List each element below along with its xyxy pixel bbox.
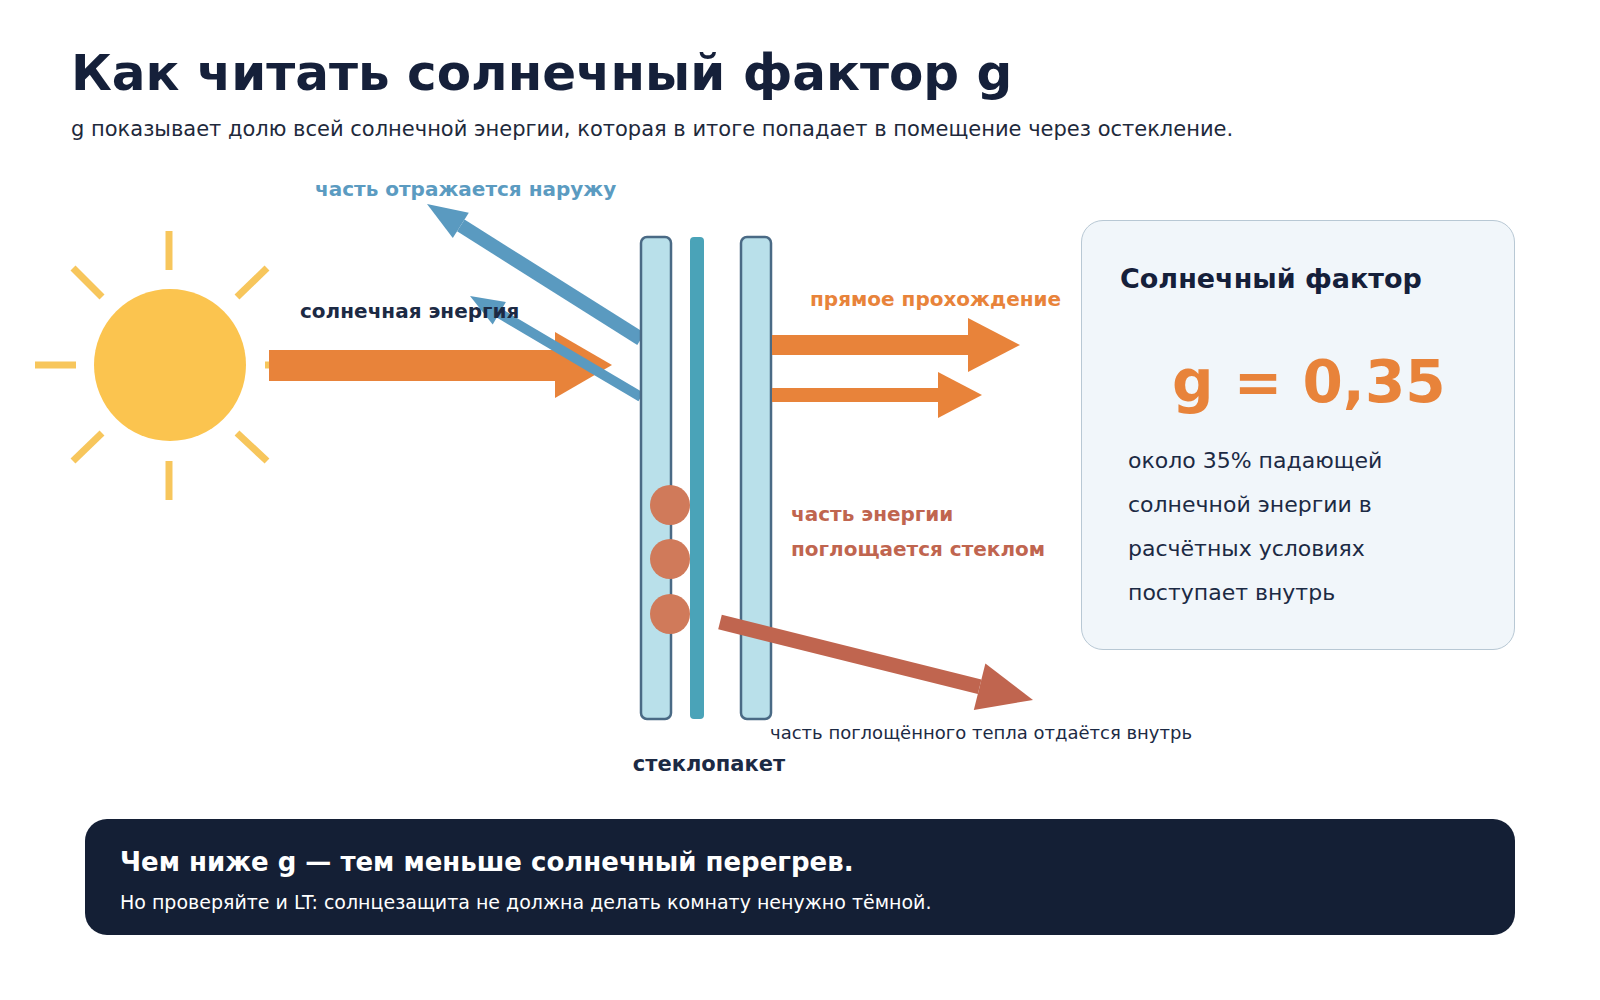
arrow-shaft bbox=[720, 622, 980, 687]
arrow-shaft bbox=[772, 335, 972, 355]
result-box: Солнечный фактор g = 0,35 около 35% падающ… bbox=[1081, 220, 1515, 650]
sun-ray bbox=[73, 433, 102, 461]
absorbed-dot bbox=[650, 539, 690, 579]
note-band: Чем ниже g — тем меньше солнечный перегр… bbox=[85, 819, 1515, 935]
absorbed-dot bbox=[650, 485, 690, 525]
sun-ray bbox=[237, 433, 267, 461]
sun bbox=[35, 231, 275, 500]
box-heading: Солнечный фактор bbox=[1120, 263, 1422, 294]
transmitted-arrows bbox=[772, 318, 1020, 418]
incoming-label: солнечная энергия bbox=[300, 299, 519, 323]
glass-pane bbox=[641, 237, 671, 719]
arrow-shaft bbox=[772, 388, 942, 402]
absorbed-dot bbox=[650, 594, 690, 634]
glazing-unit bbox=[641, 237, 771, 719]
arrow-shaft bbox=[269, 350, 559, 381]
sun-ray bbox=[166, 461, 173, 500]
arrow-head bbox=[974, 663, 1033, 710]
incoming-arrow bbox=[269, 332, 612, 398]
heat-release-label: часть поглощённого тепла отдаётся внутрь bbox=[770, 722, 1192, 743]
sun-ray bbox=[166, 231, 173, 270]
g-value: g = 0,35 bbox=[1172, 351, 1446, 415]
arrow-shaft bbox=[499, 313, 641, 397]
sun-ray bbox=[237, 268, 267, 297]
title: Как читать солнечный фактор g bbox=[71, 46, 1012, 101]
arrow-head bbox=[968, 318, 1020, 372]
sun-ray bbox=[35, 362, 76, 369]
glass-pane bbox=[741, 237, 771, 719]
note-heading: Чем ниже g — тем меньше солнечный перегр… bbox=[120, 847, 854, 877]
absorbed-label: часть энергии поглощается стеклом bbox=[791, 497, 1081, 567]
arrow-head bbox=[427, 204, 469, 238]
sun-disc bbox=[94, 289, 246, 441]
subtitle: g показывает долю всей солнечной энергии… bbox=[71, 117, 1233, 141]
transmitted-label: прямое прохождение bbox=[810, 287, 1061, 311]
glass-coating bbox=[690, 237, 704, 719]
reflected-label: часть отражается наружу bbox=[315, 177, 616, 201]
box-body: около 35% падающей солнечной энергии в р… bbox=[1128, 439, 1428, 615]
note-body: Но проверяйте и LT: солнцезащита не долж… bbox=[120, 891, 931, 913]
sun-rays bbox=[35, 231, 275, 500]
arrow-head bbox=[938, 372, 982, 418]
glazing-label: стеклопакет bbox=[633, 752, 785, 776]
sun-ray bbox=[73, 268, 102, 297]
heat-release-arrow bbox=[720, 622, 1033, 710]
